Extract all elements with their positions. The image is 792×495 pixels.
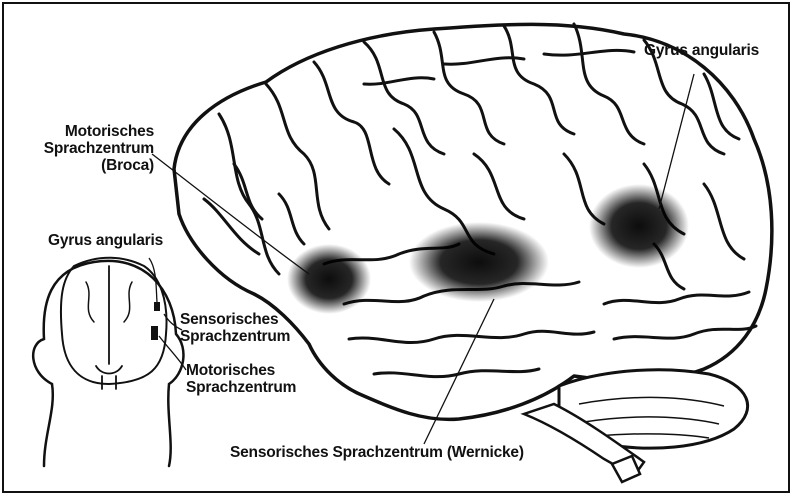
- label-broca-line3: (Broca): [28, 157, 154, 174]
- label-sensory-head-line2: Sprachzentrum: [180, 328, 290, 345]
- head-speech-marks: [151, 302, 160, 340]
- label-motor-head-line2: Sprachzentrum: [186, 379, 296, 396]
- label-sensory-head: Sensorisches Sprachzentrum: [180, 311, 290, 345]
- label-broca-line1: Motorisches: [28, 123, 154, 140]
- label-wernicke: Sensorisches Sprachzentrum (Wernicke): [230, 444, 524, 461]
- label-gyrus-angularis-brain: Gyrus angularis: [644, 42, 759, 59]
- label-motor-head: Motorisches Sprachzentrum: [186, 362, 296, 396]
- label-broca-line2: Sprachzentrum: [28, 140, 154, 157]
- label-broca: Motorisches Sprachzentrum (Broca): [28, 123, 154, 174]
- head-silhouette: [33, 258, 183, 466]
- label-motor-head-line1: Motorisches: [186, 362, 296, 379]
- label-gyrus-angularis-head: Gyrus angularis: [48, 232, 163, 249]
- label-sensory-head-line1: Sensorisches: [180, 311, 290, 328]
